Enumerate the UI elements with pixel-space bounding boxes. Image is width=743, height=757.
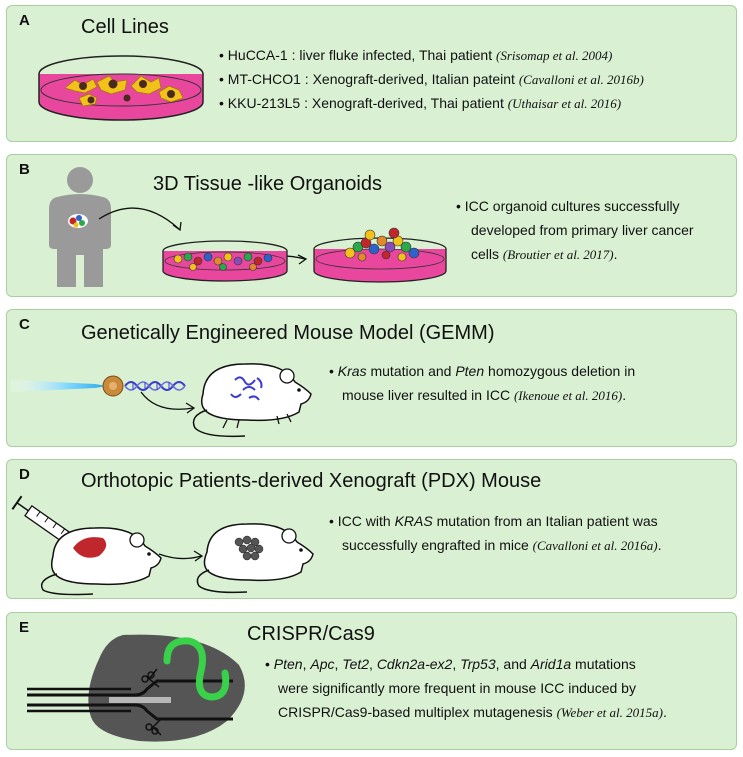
panel-c-gemm: C Genetically Engineered Mouse Model (GE… [6, 309, 737, 447]
gemm-description-line: mouse liver resulted in ICC (Ikenoue et … [342, 384, 626, 407]
panel-letter: C [19, 316, 30, 333]
gene-name: Kras [337, 363, 367, 379]
gene-name: Arid1a [530, 656, 572, 672]
engrafted-mouse-illustration [196, 523, 314, 594]
gene-name: Pten [455, 363, 485, 379]
bullet: • [329, 513, 334, 529]
petri-dish-illustration [38, 55, 204, 121]
cell-line-desc: : liver fluke infected, Thai patient [287, 47, 497, 63]
panel-letter: E [19, 619, 30, 636]
text: mouse liver resulted in ICC [342, 387, 514, 403]
bullet: • [219, 95, 224, 111]
gene-name: Trp53 [460, 656, 496, 672]
bullet: • [265, 656, 270, 672]
panel-d-pdx: D Orthotopic Patients-derived Xenograft … [6, 459, 737, 599]
citation: (Ikenoue et al. 2016) [513, 388, 623, 403]
bullet: • [219, 47, 224, 63]
panel-letter: A [19, 12, 30, 29]
arrow-icon [158, 550, 204, 562]
punctuation: . [657, 537, 662, 553]
crispr-description-line: were significantly more frequent in mous… [278, 677, 636, 699]
citation: (Cavalloni et al. 2016a) [532, 538, 658, 553]
crispr-description: • Pten, Apc, Tet2, Cdkn2a-ex2, Trp53, an… [265, 653, 636, 675]
punctuation: . [622, 387, 627, 403]
gene-name: Apc [310, 656, 335, 672]
text-line: developed from primary liver cancer [471, 222, 694, 238]
cell-line-item: • HuCCA-1 : liver fluke infected, Thai p… [219, 44, 612, 67]
punctuation: . [613, 246, 618, 262]
organoid-description-line: cells (Broutier et al. 2017). [471, 243, 618, 266]
cell-line-item: • MT-CHCO1 : Xenograft-derived, Italian … [219, 68, 644, 91]
bullet: • [219, 71, 224, 87]
text: were significantly more frequent in mous… [278, 680, 636, 696]
gene-name: Pten [273, 656, 303, 672]
panel-title: 3D Tissue -like Organoids [153, 173, 382, 195]
gemm-description: • Kras mutation and Pten homozygous dele… [329, 360, 635, 382]
citation: (Weber et al. 2015a) [556, 705, 663, 720]
mouse-illustration [192, 363, 312, 438]
organoid-description-line: developed from primary liver cancer [471, 219, 694, 241]
citation: (Cavalloni et al. 2016b) [518, 72, 644, 87]
cell-line-name: HuCCA-1 [227, 47, 288, 63]
text: mutation and [366, 363, 456, 379]
text: successfully engrafted in mice [342, 537, 533, 553]
punctuation: . [662, 704, 667, 720]
culture-dish-1 [162, 240, 288, 282]
bullet: • [329, 363, 334, 379]
pdx-description-line: successfully engrafted in mice (Cavallon… [342, 534, 661, 557]
organoid-description: • ICC organoid cultures successfully [456, 195, 680, 217]
bullet: • [456, 198, 461, 214]
separator: , [369, 656, 377, 672]
separator: , [334, 656, 343, 672]
gene-name: Cdkn2a-ex2 [376, 656, 453, 672]
gene-name: KRAS [394, 513, 433, 529]
panel-a-cell-lines: A Cell Lines • HuCCA-1 : liver fluke inf… [6, 5, 737, 142]
separator: , [302, 656, 311, 672]
cell-line-item: • KKU-213L5 : Xenograft-derived, Thai pa… [219, 92, 621, 115]
cell-line-name: KKU-213L5 [227, 95, 301, 111]
citation: (Broutier et al. 2017) [502, 247, 614, 262]
text: mutation from an Italian patient was [432, 513, 658, 529]
separator: , and [495, 656, 531, 672]
cell-line-desc: : Xenograft-derived, Italian pateint [300, 71, 519, 87]
citation: (Uthaisar et al. 2016) [507, 96, 622, 111]
patient-silhouette-icon [49, 167, 111, 287]
text-line: ICC organoid cultures successfully [464, 198, 680, 214]
text: CRISPR/Cas9-based multiplex mutagenesis [278, 704, 557, 720]
panel-b-organoids: B 3D Tissue -like Organoids [6, 154, 737, 297]
panel-title: Orthotopic Patients-derived Xenograft (P… [81, 470, 542, 492]
panel-e-crispr: E CRISPR/Cas9 • Pten, Apc, Tet2, Cdkn2a-… [6, 612, 737, 750]
separator: , [452, 656, 461, 672]
crispr-description-line: CRISPR/Cas9-based multiplex mutagenesis … [278, 701, 667, 724]
citation: (Srisomap et al. 2004) [496, 48, 613, 63]
text: homozygous deletion in [484, 363, 636, 379]
panel-letter: D [19, 466, 30, 483]
syringe-mouse-illustration [11, 495, 162, 596]
pdx-description: • ICC with KRAS mutation from an Italian… [329, 510, 658, 532]
panel-title: CRISPR/Cas9 [247, 623, 375, 645]
culture-dish-2-organoids [313, 227, 447, 283]
cell-line-name: MT-CHCO1 [227, 71, 301, 87]
gene-name: Tet2 [342, 656, 370, 672]
arrow-icon [140, 391, 196, 414]
crispr-cas9-illustration [27, 634, 245, 742]
cell-line-desc: : Xenograft-derived, Thai patient [300, 95, 508, 111]
panel-title: Cell Lines [81, 16, 169, 38]
embryo-injection-illustration [11, 375, 186, 397]
text: mutations [571, 656, 636, 672]
text: ICC with [337, 513, 395, 529]
panel-title: Genetically Engineered Mouse Model (GEMM… [81, 322, 495, 344]
panel-letter: B [19, 161, 30, 178]
text-line: cells [471, 246, 503, 262]
